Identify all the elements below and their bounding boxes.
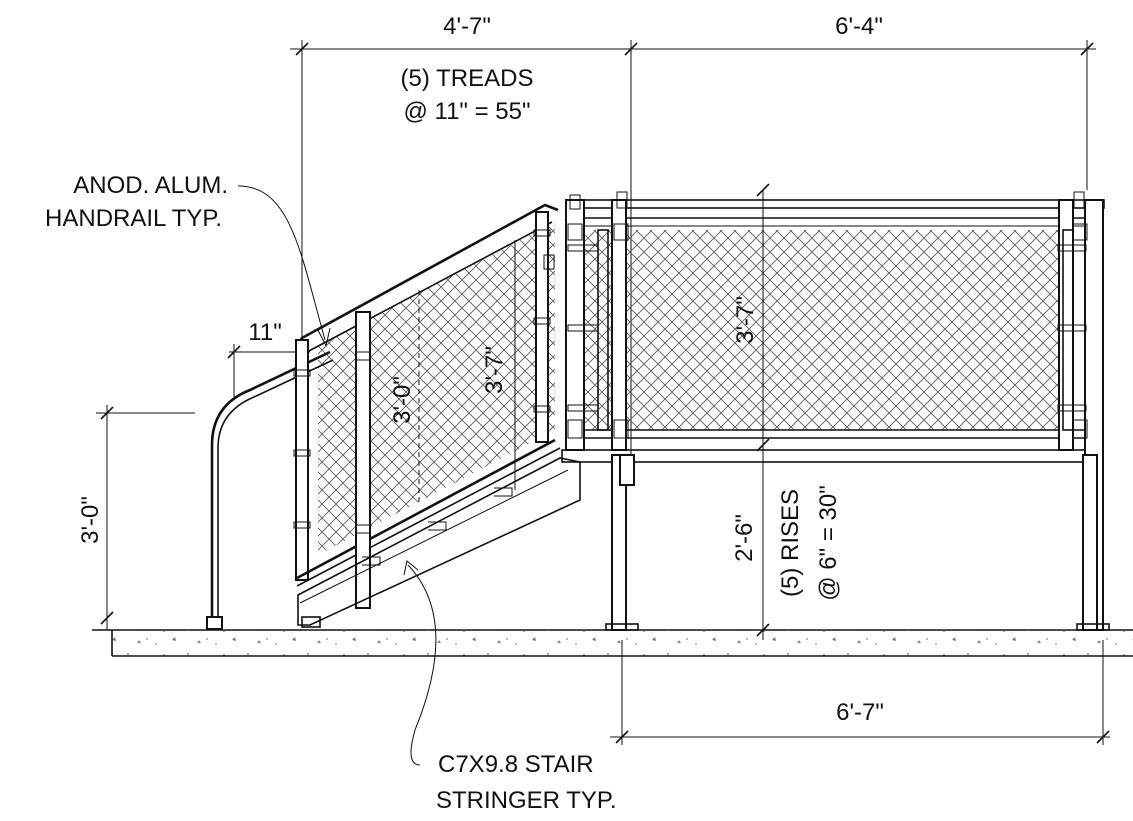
note-stringer-line1: C7X9.8 STAIR xyxy=(438,751,594,778)
dim-treads-calc: @ 11" = 55" xyxy=(403,98,530,125)
dim-stair-rail-height: 3'-7" xyxy=(481,346,508,394)
dim-treads-count: (5) TREADS xyxy=(401,65,534,92)
dim-rises-count: (5) RISES xyxy=(777,489,804,597)
dim-top-left: 4'-7" xyxy=(443,13,491,40)
dim-bottom-span: 6'-7" xyxy=(836,699,884,726)
dim-rises-calc: @ 6" = 30" xyxy=(815,485,842,600)
ground-slab xyxy=(92,629,1133,657)
top-dimension-string: 4'-7" 6'-4" (5) TREADS @ 11" = 55" xyxy=(290,13,1096,455)
left-height-dimension: 3'-0" xyxy=(77,405,195,630)
dim-platform-rail-height: 3'-7" xyxy=(732,296,759,344)
note-handrail-line1: ANOD. ALUM. xyxy=(73,172,228,199)
note-handrail-line2: HANDRAIL TYP. xyxy=(45,205,222,232)
bottom-dimension: 6'-7" xyxy=(610,640,1110,745)
dim-top-right: 6'-4" xyxy=(835,13,883,40)
handrail-callout: ANOD. ALUM. HANDRAIL TYP. xyxy=(45,172,331,348)
platform-assembly xyxy=(561,191,1110,631)
dim-handrail-ext: 11" xyxy=(248,319,281,346)
note-stringer-line2: STRINGER TYP. xyxy=(436,787,617,814)
dim-stair-guard-height: 3'-0" xyxy=(389,376,416,424)
dim-left-height: 3'-0" xyxy=(77,496,104,544)
stair-assembly: 3'-0" 3'-7" xyxy=(206,203,581,630)
dim-platform-height: 2'-6" xyxy=(731,514,758,562)
platform-dimensions: 3'-7" 2'-6" (5) RISES @ 6" = 30" xyxy=(731,183,842,640)
stringer-callout: C7X9.8 STAIR STRINGER TYP. xyxy=(403,560,617,814)
